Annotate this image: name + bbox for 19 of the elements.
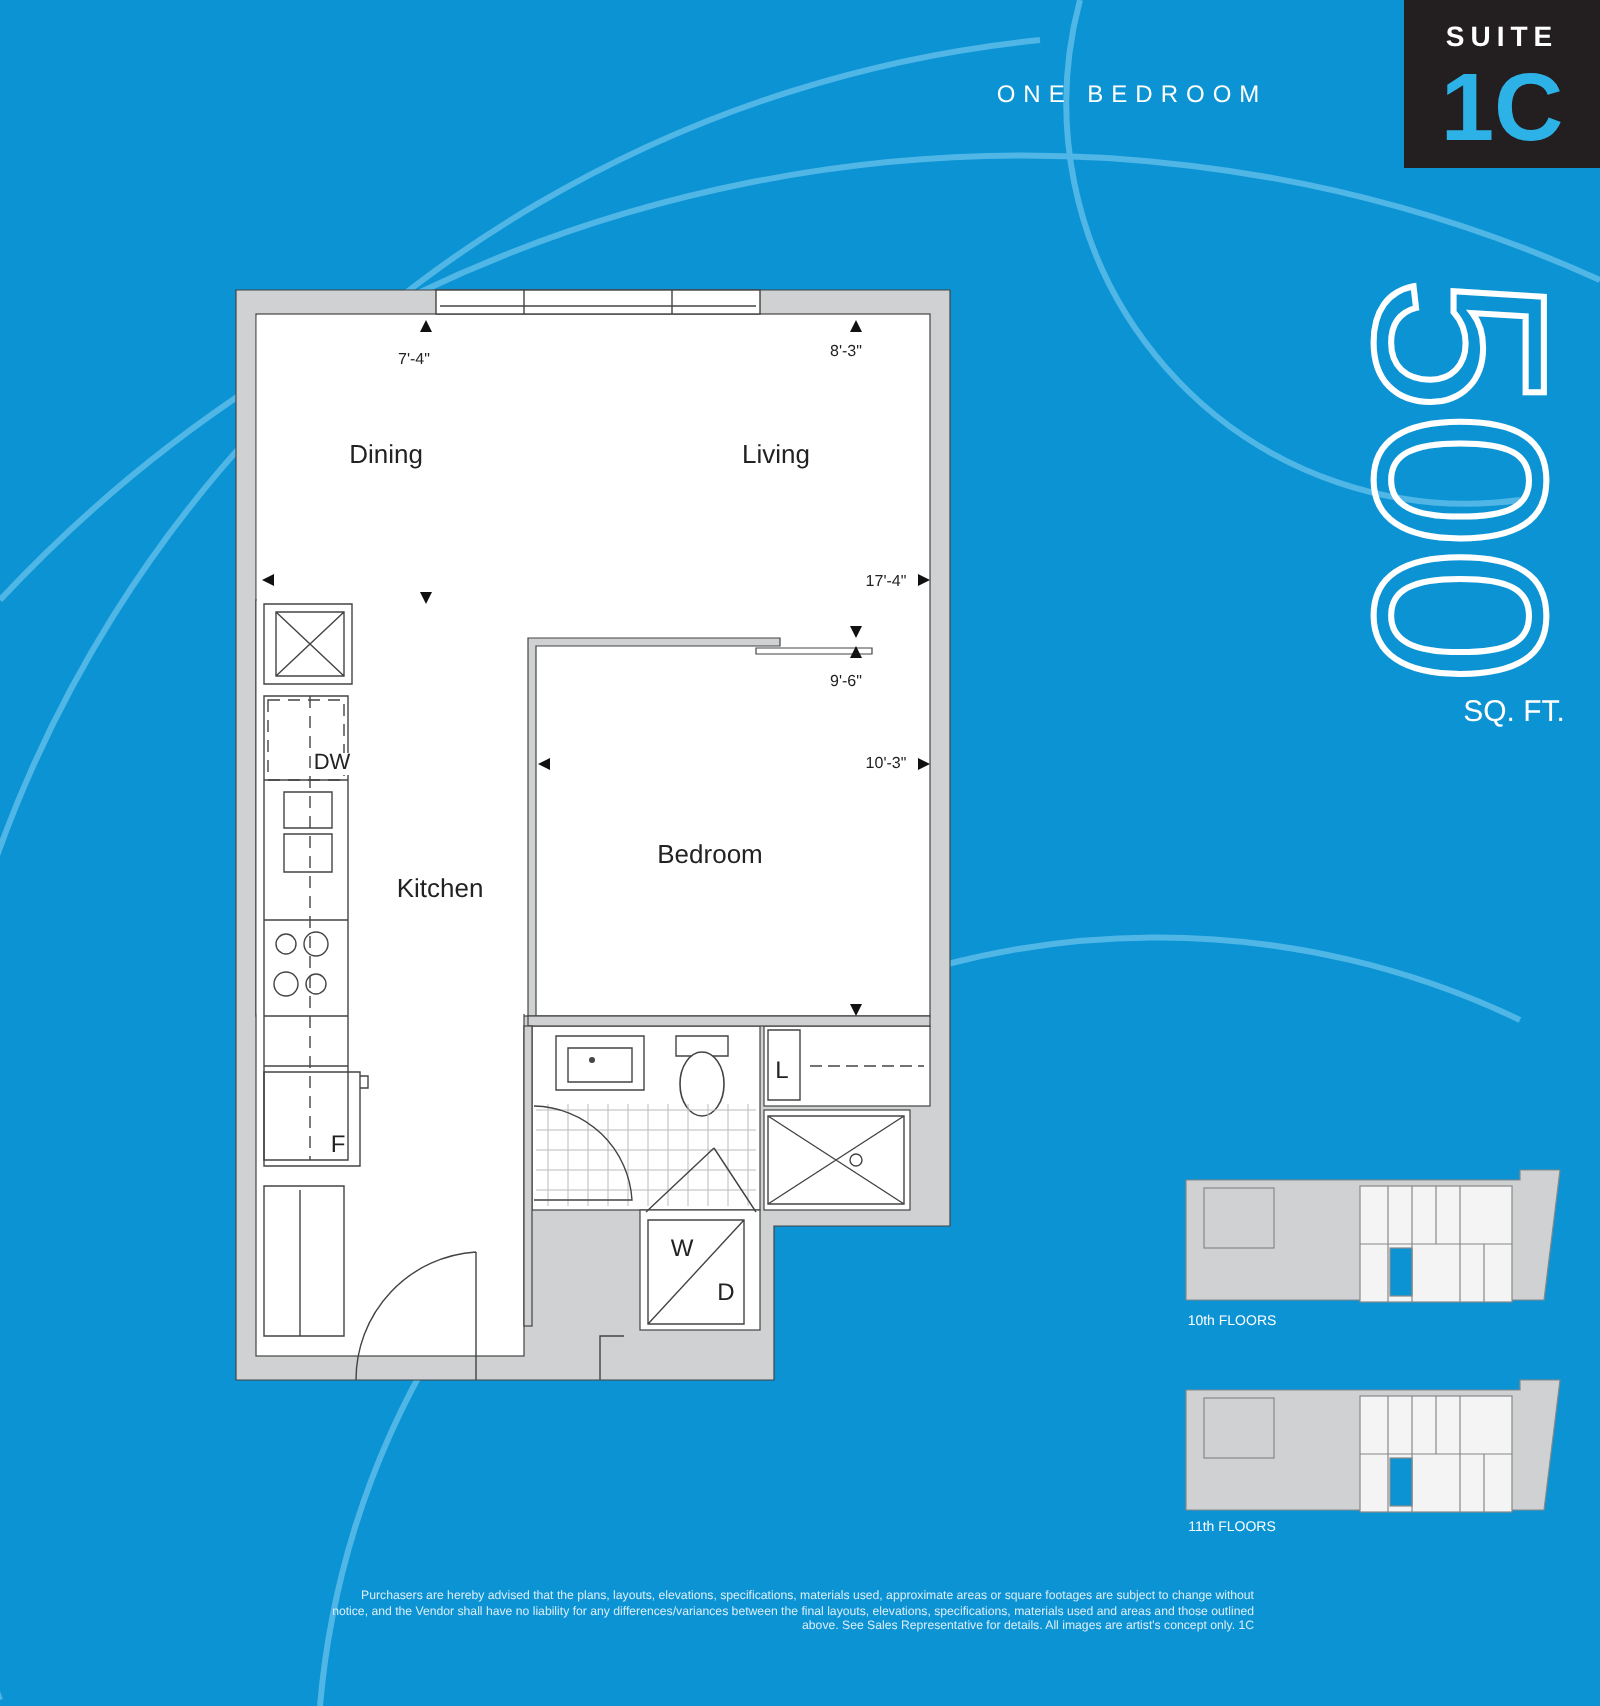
appliance-label: DW — [311, 753, 353, 775]
appliance-label: W — [670, 1236, 694, 1260]
dimension-label: 9'-6" — [830, 674, 862, 690]
suite-label: SUITE — [1445, 22, 1559, 50]
appliance-label: D — [717, 1280, 735, 1304]
dimension-label: 7'-4" — [398, 352, 430, 368]
room-label: Bedroom — [657, 841, 763, 867]
room-label: Living — [742, 441, 810, 467]
room-label: Dining — [349, 441, 423, 467]
area-number: 500 — [1338, 276, 1582, 684]
dimension-label: 8'-3" — [830, 344, 862, 360]
dimension-label: 17'-4" — [865, 574, 907, 590]
dimension-label: 10'-3" — [865, 756, 907, 772]
room-label: Kitchen — [396, 875, 484, 901]
appliance-label: F — [330, 1132, 346, 1156]
closet-label: L — [775, 1058, 789, 1082]
area-unit: SQ. FT. — [1463, 697, 1565, 727]
suite-number: 1C — [1440, 62, 1564, 158]
unit-type-heading: ONE BEDROOM — [996, 82, 1268, 106]
